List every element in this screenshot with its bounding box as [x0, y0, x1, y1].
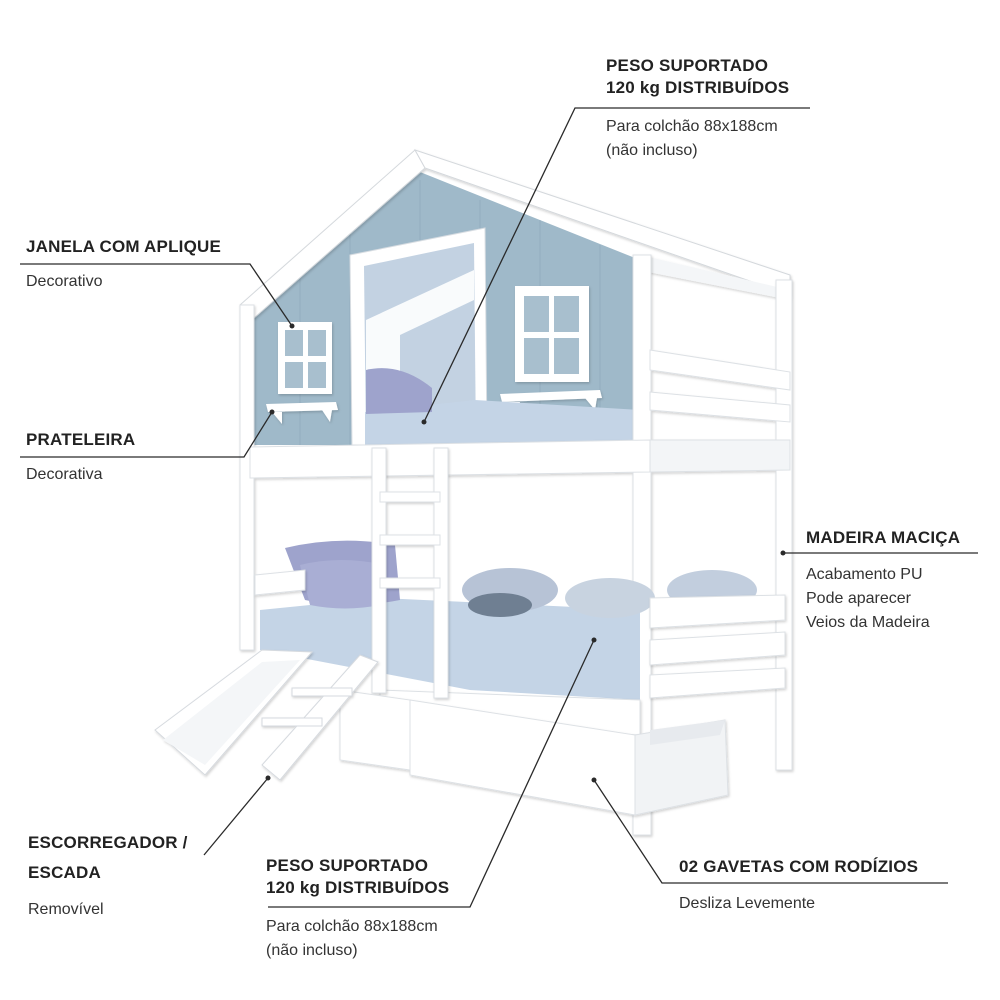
shelves — [266, 390, 602, 424]
callout-escorregador: ESCORREGADOR / ESCADA Removível — [28, 828, 188, 922]
peso-top-title-1: PESO SUPORTADO — [606, 56, 769, 75]
prateleira-title: PRATELEIRA — [26, 430, 136, 449]
left-window — [278, 322, 332, 394]
madeira-title: MADEIRA MACIÇA — [806, 528, 961, 547]
peso-bottom-title-2: 120 kg DISTRIBUÍDOS — [266, 878, 450, 897]
escorregador-title-2: ESCADA — [28, 863, 101, 882]
janela-title: JANELA COM APLIQUE — [26, 237, 222, 256]
callout-gavetas: 02 GAVETAS COM RODÍZIOS Desliza Levement… — [679, 856, 918, 916]
peso-bottom-sub-2: (não incluso) — [266, 942, 358, 959]
peso-bottom-title-1: PESO SUPORTADO — [266, 856, 429, 875]
callout-peso-top: PESO SUPORTADO 120 kg DISTRIBUÍDOS Para … — [606, 55, 789, 163]
leader-lines — [20, 107, 978, 908]
escorregador-sub: Removível — [28, 901, 104, 918]
lower-mattress — [260, 598, 640, 700]
peso-top-sub-2: (não incluso) — [606, 142, 698, 159]
peso-bottom-sub-1: Para colchão 88x188cm — [266, 918, 438, 935]
upper-pillow — [366, 368, 432, 414]
callout-janela: JANELA COM APLIQUE Decorativo — [26, 236, 221, 294]
callout-prateleira: PRATELEIRA Decorativa — [26, 429, 135, 487]
madeira-sub-1: Acabamento PU — [806, 566, 923, 583]
upper-mattress — [365, 400, 640, 445]
madeira-sub-3: Veios da Madeira — [806, 614, 930, 631]
gavetas-sub: Desliza Levemente — [679, 895, 816, 912]
madeira-sub-2: Pode aparecer — [806, 590, 911, 607]
gavetas-title: 02 GAVETAS COM RODÍZIOS — [679, 857, 919, 876]
slide — [154, 649, 379, 781]
drawers — [339, 689, 729, 816]
janela-sub: Decorativo — [26, 273, 103, 290]
peso-top-title-2: 120 kg DISTRIBUÍDOS — [606, 78, 790, 97]
callout-madeira: MADEIRA MACIÇA Acabamento PU Pode aparec… — [806, 527, 960, 635]
peso-top-sub-1: Para colchão 88x188cm — [606, 118, 778, 135]
ladder — [371, 447, 449, 699]
roof-ridge — [640, 255, 790, 300]
right-window — [515, 286, 589, 382]
escorregador-title-1: ESCORREGADOR / — [28, 833, 188, 852]
callout-peso-bottom: PESO SUPORTADO 120 kg DISTRIBUÍDOS Para … — [266, 855, 449, 963]
prateleira-sub: Decorativa — [26, 466, 103, 483]
